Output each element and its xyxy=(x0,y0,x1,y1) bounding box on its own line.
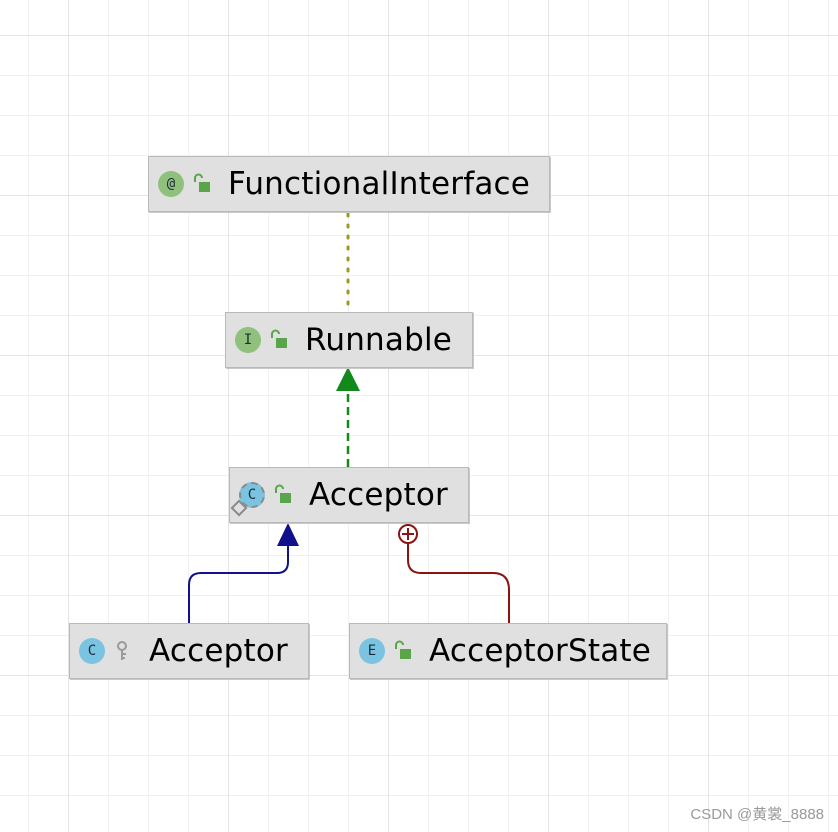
node-acceptor-state[interactable]: E AcceptorState xyxy=(349,623,667,679)
public-unlock-icon xyxy=(271,329,287,348)
annotation-type-icon: @ xyxy=(158,171,184,197)
node-acceptor-inner[interactable]: C Acceptor xyxy=(69,623,309,679)
edge-inner-class xyxy=(407,544,510,623)
node-acceptor-abstract[interactable]: C Acceptor xyxy=(229,467,469,523)
node-label: Acceptor xyxy=(309,477,448,513)
inner-class-plus-icon xyxy=(398,524,418,544)
enum-icon: E xyxy=(359,638,385,664)
node-label: Runnable xyxy=(305,322,453,358)
public-unlock-icon xyxy=(194,173,210,192)
public-unlock-icon xyxy=(395,640,411,659)
node-label: AcceptorState xyxy=(429,633,652,669)
class-icon: C xyxy=(79,638,105,664)
node-functional-interface[interactable]: @ FunctionalInterface xyxy=(148,156,550,212)
implements-arrowhead xyxy=(336,367,360,391)
interface-icon: I xyxy=(235,327,261,353)
key-icon xyxy=(117,641,127,660)
node-label: FunctionalInterface xyxy=(228,166,531,202)
abstract-class-icon: C xyxy=(230,482,265,517)
edge-extends xyxy=(188,546,289,623)
node-label: Acceptor xyxy=(149,633,288,669)
public-unlock-icon xyxy=(275,484,291,503)
watermark: CSDN @黄裳_8888 xyxy=(690,806,824,823)
extends-arrowhead xyxy=(277,523,299,546)
node-runnable[interactable]: I Runnable xyxy=(225,312,473,368)
